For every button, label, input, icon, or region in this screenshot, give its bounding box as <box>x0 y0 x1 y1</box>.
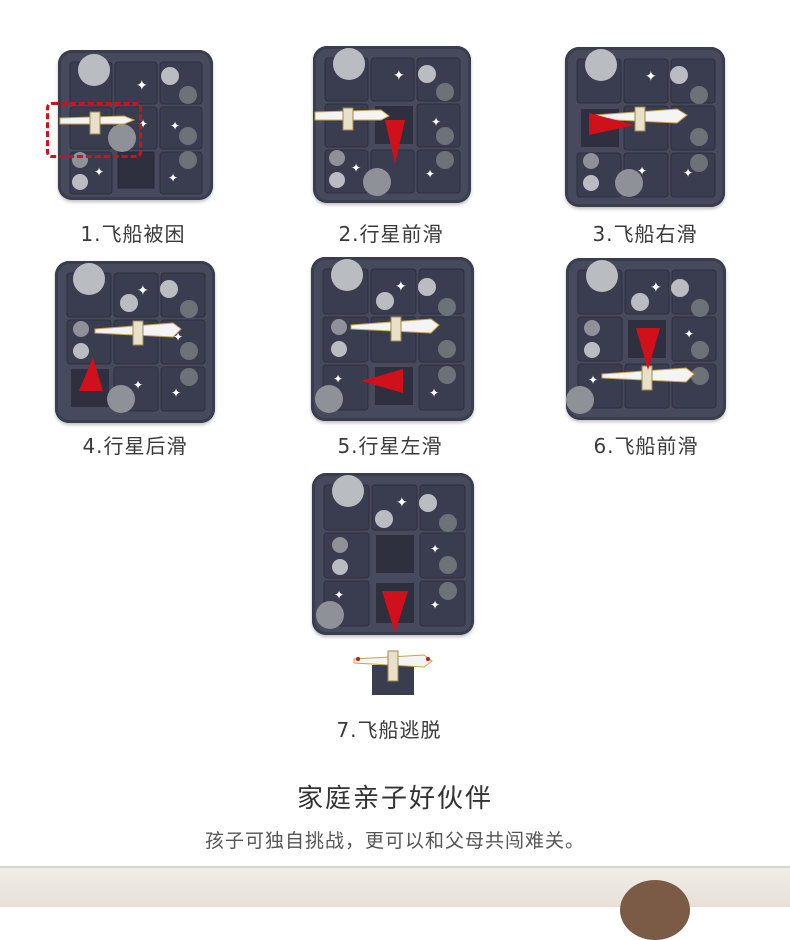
svg-text:✦: ✦ <box>396 495 408 511</box>
spaceship-icon <box>353 650 433 695</box>
arrow-up-icon <box>79 357 103 391</box>
board-pieces: ✦ ✦ ✦ ✦ ✦ <box>59 54 203 195</box>
arrow-down-icon <box>385 120 405 164</box>
step-caption: 6.飞船前滑 <box>593 434 699 458</box>
svg-text:✦: ✦ <box>138 117 148 131</box>
step-caption: 2.行星前滑 <box>338 222 444 246</box>
svg-text:✦: ✦ <box>173 330 183 344</box>
step-caption: 5.行星左滑 <box>337 434 443 458</box>
arrow-down-icon <box>636 328 660 370</box>
board-pieces: ✦ ✦ ✦ <box>315 259 465 413</box>
svg-text:✦: ✦ <box>170 119 180 133</box>
svg-text:✦: ✦ <box>430 542 440 556</box>
svg-text:✦: ✦ <box>683 166 693 180</box>
puzzle-board: ✦ ✦ ✦ ✦ <box>313 46 471 203</box>
svg-text:✦: ✦ <box>351 161 361 175</box>
svg-text:✦: ✦ <box>395 279 407 295</box>
board-pieces: ✦ ✦ ✦ <box>576 49 716 198</box>
puzzle-board: ✦ ✦ ✦ ✦ ✦ <box>58 50 213 200</box>
svg-text:✦: ✦ <box>393 68 405 84</box>
board-pieces: ✦ ✦ ✦ ✦ <box>314 48 461 196</box>
svg-text:✦: ✦ <box>171 386 181 400</box>
board-pieces: ✦ ✦ ✦ ✦ <box>66 263 206 413</box>
svg-text:✦: ✦ <box>168 171 178 185</box>
step-caption: 4.行星后滑 <box>82 434 188 458</box>
svg-text:✦: ✦ <box>588 373 598 387</box>
svg-text:✦: ✦ <box>429 386 439 400</box>
arrow-left-icon <box>361 369 403 393</box>
arrow-right-icon <box>589 113 635 135</box>
step-caption: 3.飞船右滑 <box>592 222 698 246</box>
svg-text:✦: ✦ <box>137 283 149 299</box>
photo-person-head <box>620 880 690 940</box>
puzzle-board: ✦ ✦ ✦ <box>566 258 726 420</box>
svg-text:✦: ✦ <box>684 327 694 341</box>
svg-text:✦: ✦ <box>136 78 148 94</box>
puzzle-board: ✦ ✦ ✦ ✦ <box>55 261 215 423</box>
step-caption: 1.飞船被困 <box>80 222 186 246</box>
trapped-highlight-box <box>46 102 142 158</box>
puzzle-board: ✦ ✦ ✦ <box>311 257 474 421</box>
svg-text:✦: ✦ <box>430 598 440 612</box>
subline: 孩子可独自挑战，更可以和父母共闯难关。 <box>204 830 585 852</box>
puzzle-board: ✦ ✦ ✦ ✦ <box>312 473 474 635</box>
svg-text:✦: ✦ <box>425 167 435 181</box>
arrow-down-icon <box>382 591 408 633</box>
svg-text:✦: ✦ <box>94 165 104 179</box>
svg-text:✦: ✦ <box>133 378 143 392</box>
board-pieces: ✦ ✦ ✦ <box>566 260 717 414</box>
svg-text:✦: ✦ <box>645 69 657 85</box>
puzzle-board: ✦ ✦ ✦ <box>565 47 725 207</box>
svg-text:✦: ✦ <box>334 588 344 602</box>
board-pieces: ✦ ✦ ✦ ✦ <box>316 475 466 633</box>
headline: 家庭亲子好伙伴 <box>296 784 493 814</box>
svg-text:✦: ✦ <box>637 164 647 178</box>
step-caption: 7.飞船逃脱 <box>336 718 442 742</box>
svg-text:✦: ✦ <box>650 280 662 296</box>
svg-text:✦: ✦ <box>431 115 441 129</box>
svg-text:✦: ✦ <box>333 372 343 386</box>
